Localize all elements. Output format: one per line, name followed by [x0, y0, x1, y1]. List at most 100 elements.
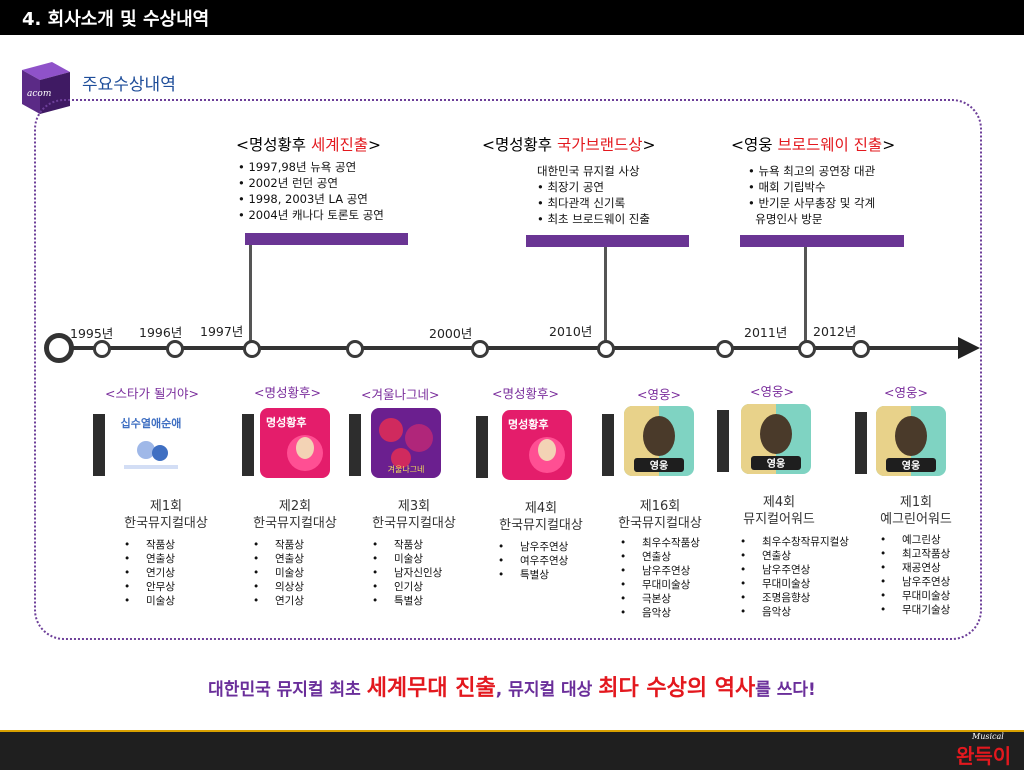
timeline-post	[242, 414, 254, 476]
award-item: 극본상	[620, 592, 700, 606]
highlight-title-red: 국가브랜드상	[556, 136, 643, 154]
timeline-node	[852, 340, 870, 358]
tagline-emphasis: 세계무대 진출	[366, 676, 496, 701]
award-item: 작품상	[124, 538, 175, 552]
timeline-post	[602, 414, 614, 476]
tagline-part: 대한민국 뮤지컬 최초	[208, 680, 367, 700]
timeline-node	[798, 340, 816, 358]
award-item: 인기상	[372, 580, 442, 594]
award-list: 최우수창작뮤지컬상 연출상 남우주연상 무대미술상 조명음향상 음악상	[740, 535, 849, 619]
timeline-post	[93, 414, 105, 476]
highlight-title-open: <명성황후	[236, 136, 311, 154]
award-list: 작품상 미술상 남자신인상 인기상 특별상	[372, 538, 442, 608]
show-title: <영웅>	[750, 384, 794, 399]
show-title: <명성황후>	[254, 385, 321, 400]
award-item: 음악상	[620, 606, 700, 620]
poster-title: 명성황후	[266, 415, 306, 429]
award-name: 제16회 한국뮤지컬대상	[590, 498, 730, 532]
highlight-item: • 1997,98년 뉴욕 공연	[238, 160, 357, 174]
award-round: 제2회	[278, 499, 312, 514]
timeline-node	[597, 340, 615, 358]
award-title: 한국뮤지컬대상	[372, 516, 456, 531]
highlight-title-open: <명성황후	[482, 136, 557, 154]
highlight-item: • 매회 기립박수	[748, 180, 826, 194]
award-round: 제16회	[639, 499, 681, 514]
year-label: 2010년	[549, 324, 593, 339]
highlight-item: • 뉴욕 최고의 공연장 대관	[748, 164, 876, 178]
logo-main-text: 완득이	[956, 744, 1012, 768]
year-label: 1996년	[139, 325, 183, 340]
tagline-emphasis: 최다 수상의 역사	[598, 676, 756, 701]
highlight-bar	[740, 235, 904, 247]
highlight-bar	[526, 235, 689, 247]
logo-text: acom	[27, 89, 51, 99]
award-name: 제4회 뮤지컬어워드	[709, 494, 849, 528]
poster-image: 영웅	[741, 404, 811, 474]
highlight-item: • 2002년 런던 공연	[238, 176, 338, 190]
award-item: 예그린상	[880, 533, 950, 547]
award-item: 무대미술상	[740, 577, 849, 591]
award-item: 무대미술상	[620, 578, 700, 592]
highlight-title-close: >	[368, 136, 382, 154]
show-title: <명성황후>	[492, 386, 559, 401]
award-item: 남우주연상	[498, 540, 568, 554]
award-name: 제2회 한국뮤지컬대상	[225, 498, 365, 532]
highlight-item: • 최장기 공연	[537, 180, 604, 194]
section-title: 주요수상내역	[82, 75, 176, 95]
award-list: 예그린상 최고작품상 재공연상 남우주연상 무대미술상 무대기술상	[880, 533, 950, 617]
timeline-post	[717, 410, 729, 472]
award-list: 작품상 연출상 연기상 안무상 미술상	[124, 538, 175, 608]
poster-title: 영웅	[767, 457, 785, 470]
year-label: 2011년	[744, 325, 788, 340]
award-item: 특별상	[498, 568, 568, 582]
award-item: 연출상	[740, 549, 849, 563]
award-title: 한국뮤지컬대상	[124, 516, 208, 531]
highlight-item: • 2004년 캐나다 토론토 공연	[238, 208, 384, 222]
award-name: 제3회 한국뮤지컬대상	[344, 498, 484, 532]
award-item: 연기상	[253, 594, 304, 608]
award-item: 작품상	[253, 538, 304, 552]
award-item: 연출상	[620, 550, 700, 564]
year-label: 2000년	[429, 326, 473, 341]
award-name: 제1회 예그린어워드	[846, 494, 986, 528]
timeline-post	[855, 412, 867, 474]
award-item: 무대미술상	[880, 589, 950, 603]
timeline-axis	[70, 346, 960, 350]
tagline-part: 를 쓰다!	[755, 680, 816, 700]
award-title: 예그린어워드	[880, 512, 952, 527]
timeline-node	[166, 340, 184, 358]
poster-title: 영웅	[650, 459, 668, 472]
tagline-part: , 뮤지컬 대상	[495, 680, 599, 700]
award-round: 제1회	[149, 499, 183, 514]
award-name: 제4회 한국뮤지컬대상	[471, 500, 611, 534]
timeline-node	[471, 340, 489, 358]
award-item: 연출상	[253, 552, 304, 566]
award-list: 최우수작품상 연출상 남우주연상 무대미술상 극본상 음악상	[620, 536, 700, 620]
highlight-item: • 최초 브로드웨이 진출	[537, 212, 650, 226]
show-title: <영웅>	[637, 387, 681, 402]
highlight-item: 유명인사 방문	[748, 212, 823, 226]
poster-image: 영웅	[876, 406, 946, 476]
award-item: 남우주연상	[620, 564, 700, 578]
highlight-list: 대한민국 뮤지컬 사상 • 최장기 공연 • 최다관객 신기록 • 최초 브로드…	[537, 163, 650, 227]
award-item: 연기상	[124, 566, 175, 580]
highlight-title-red: 브로드웨이 진출	[777, 136, 883, 154]
show-title: <영웅>	[884, 385, 928, 400]
highlight-title-close: >	[882, 136, 896, 154]
poster-image: 명성황후	[260, 408, 330, 478]
content-frame	[34, 99, 982, 640]
award-item: 무대기술상	[880, 603, 950, 617]
poster-title: 명성황후	[508, 417, 548, 431]
highlight-title: <영웅 브로드웨이 진출>	[731, 133, 895, 155]
poster-title: 영웅	[902, 459, 920, 472]
highlight-item: • 반기문 사무총장 및 각계	[748, 196, 876, 210]
year-label: 1997년	[200, 324, 244, 339]
timeline-node	[716, 340, 734, 358]
award-item: 미술상	[253, 566, 304, 580]
award-item: 재공연상	[880, 561, 950, 575]
timeline-node	[93, 340, 111, 358]
title-bar	[0, 0, 1024, 35]
poster-title: 겨울나그네	[388, 465, 425, 474]
award-item: 남자신인상	[372, 566, 442, 580]
poster-image: 십수열애순애	[116, 405, 186, 475]
